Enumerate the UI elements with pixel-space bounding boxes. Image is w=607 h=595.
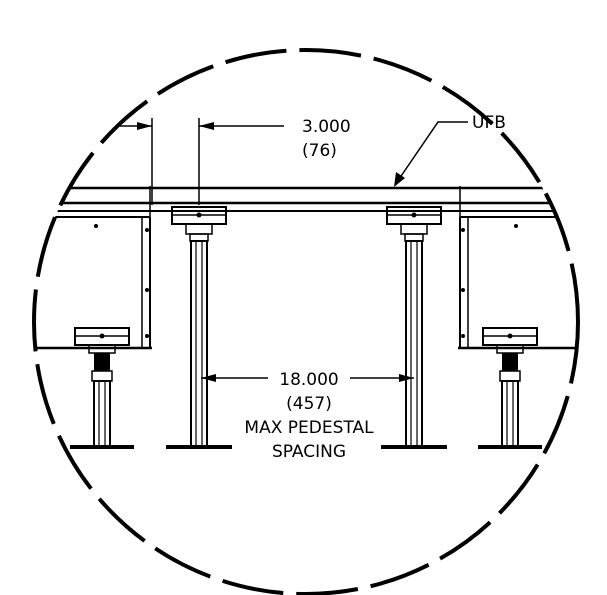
pedestal-center-left [166,206,232,449]
spacing-note-line2: SPACING [272,442,346,462]
dimension-3000 [118,118,284,205]
pedestal-lower-right [478,327,542,449]
left-floor-panel [34,216,152,350]
spacing-dimension-value: 18.000 [279,370,338,390]
spacing-note-line1: MAX PEDESTAL [244,418,374,438]
pedestal-center-right [381,206,447,449]
ufb-label: UFB [472,113,506,133]
detail-circle [32,48,580,595]
top-dimension-metric: (76) [302,141,337,161]
spacing-dimension-metric: (457) [286,394,332,414]
top-dimension-value: 3.000 [302,117,351,137]
ufb-leader [394,121,468,187]
dimension-18000 [201,374,414,382]
pedestal-lower-left [70,327,134,449]
